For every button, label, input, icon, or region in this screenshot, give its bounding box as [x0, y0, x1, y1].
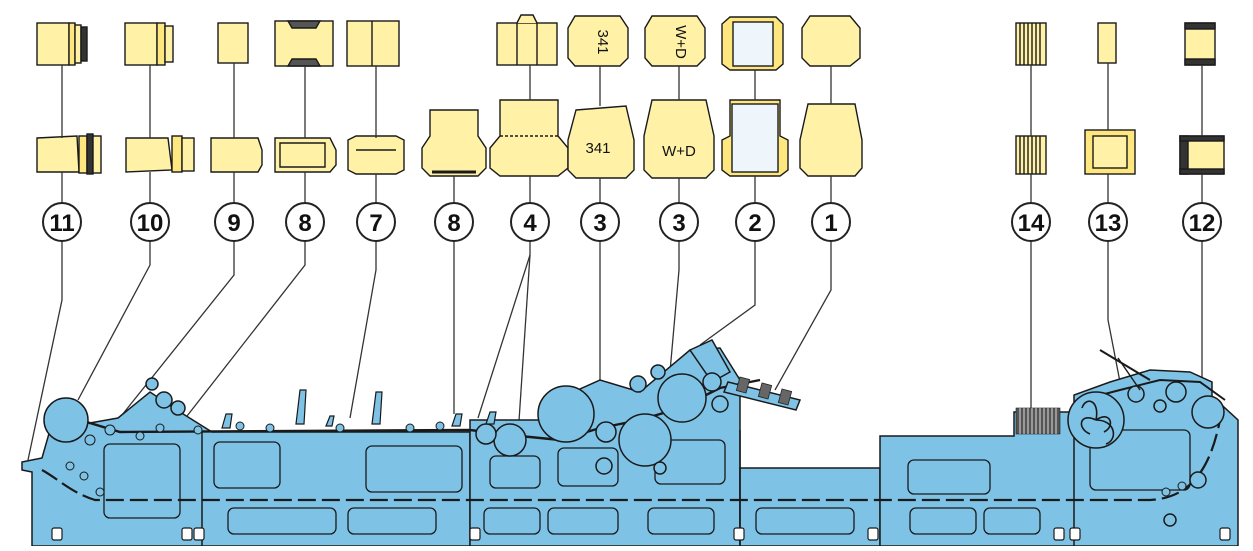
step-circle: 12 [1182, 202, 1222, 242]
envelope-top-13 [1097, 22, 1117, 64]
envelope-top-4 [496, 14, 558, 66]
envelope-bottom-7 [347, 135, 405, 175]
step-circle: 3 [659, 202, 699, 242]
step-circle: 11 [42, 202, 82, 242]
envelope-bottom-13 [1084, 129, 1136, 175]
envelope-print-341-bottom: 341 [585, 140, 610, 157]
step-label: 11 [49, 210, 74, 237]
envelope-bottom-3a: 341 [567, 105, 635, 179]
connector-lines [27, 63, 1203, 463]
envelope-print-341-top: 341 [594, 29, 611, 54]
envelope-print-wd-top: W+D [672, 25, 689, 59]
envelope-top-1 [801, 15, 861, 67]
envelope-bottom-8 [274, 137, 337, 173]
machine-section-connector [739, 467, 881, 547]
step-label: 4 [523, 210, 537, 237]
feeder-chute [688, 339, 732, 383]
step-circle: 3 [580, 202, 620, 242]
step-label: 10 [137, 210, 164, 237]
envelope-top-14 [1015, 22, 1047, 66]
step-label: 3 [672, 210, 685, 237]
step-label: 3 [593, 210, 606, 237]
conveyor-fins [221, 389, 497, 429]
step-circle: 9 [214, 202, 254, 242]
output-stack [1015, 407, 1061, 435]
step-label: 2 [748, 210, 761, 237]
envelope-print-wd-bottom: W+D [662, 143, 696, 160]
envelope-top-10 [124, 22, 174, 66]
step-label: 9 [227, 210, 240, 237]
transport-path [41, 419, 1222, 502]
envelope-bottom-14 [1015, 135, 1047, 175]
machine-section-left [21, 391, 471, 547]
step-label: 12 [1189, 210, 1216, 237]
envelope-top-8 [274, 20, 334, 67]
step-label: 14 [1018, 210, 1045, 237]
envelope-bottom-9 [210, 137, 263, 173]
step-label: 8 [447, 210, 460, 237]
step-circle: 8 [285, 202, 325, 242]
envelope-top-7 [346, 20, 400, 67]
step-circle: 8 [434, 202, 474, 242]
envelope-bottom-12 [1179, 135, 1225, 175]
step-circle: 13 [1088, 202, 1128, 242]
envelope-top-9 [217, 22, 249, 64]
step-label: 1 [824, 210, 837, 237]
envelope-bottom-10 [125, 135, 195, 173]
step-label: 13 [1095, 210, 1122, 237]
envelope-bottom-2 [721, 99, 789, 177]
envelope-top-3b: W+D [644, 15, 706, 67]
step-circle: 14 [1011, 202, 1051, 242]
envelope-top-2 [721, 16, 784, 71]
stacker-wheel [1080, 400, 1115, 445]
step-circle: 2 [735, 202, 775, 242]
envelope-top-3a: 341 [567, 15, 629, 67]
step-number-circles: 11 10 9 8 7 8 4 3 3 2 1 14 13 12 [42, 202, 1222, 242]
envelope-bottom-1 [799, 103, 863, 177]
envelope-bottom-11 [36, 133, 102, 175]
machine-body [21, 339, 1239, 547]
top-envelope-row: 341 W+D [36, 14, 1216, 71]
envelope-top-12 [1184, 22, 1216, 66]
step-circle: 4 [510, 202, 550, 242]
step-label: 7 [369, 210, 382, 237]
envelope-top-11 [36, 22, 88, 66]
bottom-envelope-row: 341 W+D [36, 99, 1225, 179]
step-circle: 1 [811, 202, 851, 242]
rollers [43, 364, 1225, 527]
envelope-bottom-8b [421, 109, 487, 177]
feed-stack [735, 376, 793, 406]
envelope-bottom-3b: W+D [643, 99, 715, 179]
step-circle: 7 [356, 202, 396, 242]
step-label: 8 [298, 210, 311, 237]
step-circle: 10 [130, 202, 170, 242]
envelope-bottom-4 [489, 99, 569, 177]
